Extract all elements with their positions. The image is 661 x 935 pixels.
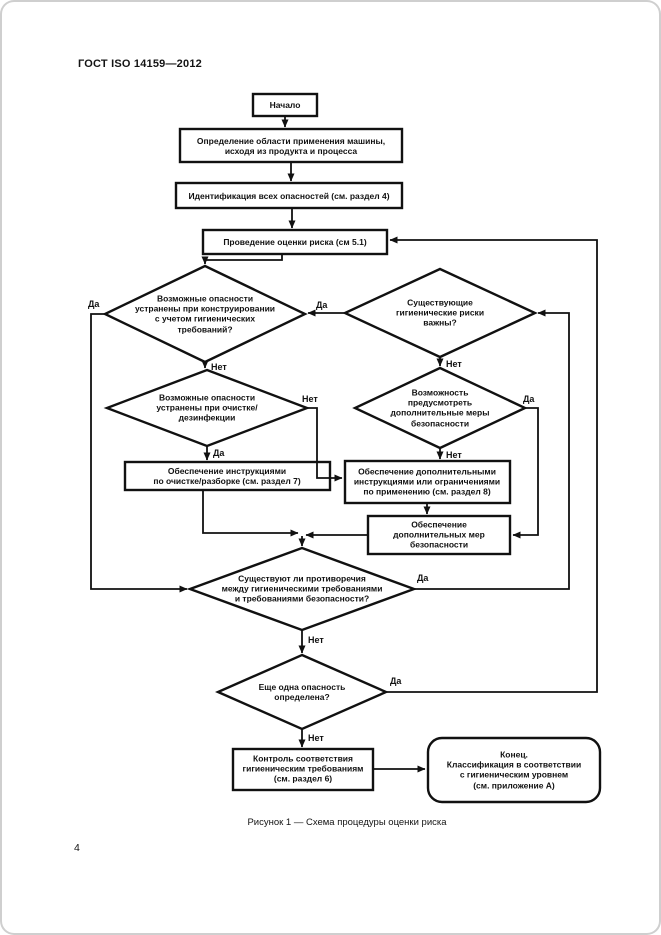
- label-another-no: Нет: [308, 733, 324, 743]
- label-contradictions-yes: Да: [417, 573, 429, 583]
- label-possible-no: Нет: [446, 450, 462, 460]
- cleaning-instructions-shape: [123, 460, 332, 492]
- risk-assessment-label: Проведение оценки риска (см 5.1): [223, 236, 367, 247]
- another-hazard-label: Еще одна опасность определена?: [258, 681, 346, 702]
- additional-safety-measures-shape: [366, 514, 512, 556]
- edge-design-yes-to-contradictions: [90, 313, 188, 593]
- additional-instructions-label: Обеспечение дополнительными инструкциями…: [353, 466, 501, 498]
- document-header: ГОСТ ISO 14159—2012: [78, 58, 202, 70]
- label-cleaning-yes: Да: [213, 448, 225, 458]
- edge-instructions-to-junction: [202, 490, 299, 537]
- additional-measures-possible-label: Возможность предусмотреть дополнительные…: [390, 387, 490, 429]
- label-design-no: Нет: [211, 362, 227, 372]
- contradictions-label: Существуют ли противоречия между гигиени…: [221, 573, 383, 605]
- edge-another-yes-to-assessment: [386, 236, 598, 693]
- eliminated-by-design-label: Возможные опасности устранены при констр…: [134, 293, 276, 335]
- end-node-shape: [426, 736, 602, 804]
- label-possible-yes: Да: [523, 394, 535, 404]
- eliminated-by-cleaning-label: Возможные опасности устранены при очистк…: [156, 392, 258, 424]
- identify-hazards-label: Идентификация всех опасностей (см. разде…: [188, 190, 390, 201]
- figure-caption: Рисунок 1 — Схема процедуры оценки риска: [247, 817, 447, 828]
- label-cleaning-no: Нет: [302, 394, 318, 404]
- cleaning-instructions-label: Обеспечение инструкциями по очистке/разб…: [153, 465, 301, 486]
- start-node-label: Начало: [269, 99, 301, 110]
- label-design-yes: Да: [88, 299, 100, 309]
- edge-contradictions-yes-to-significant: [414, 309, 570, 590]
- risks-significant-label: Существующие гигиенические риски важны?: [395, 297, 485, 329]
- flowchart-nodes: [102, 92, 602, 804]
- edge-assessment-to-design: [201, 254, 283, 265]
- label-another-yes: Да: [390, 676, 402, 686]
- compliance-control-shape: [231, 747, 375, 792]
- identify-hazards-shape: [174, 181, 404, 210]
- label-significant-no: Нет: [446, 359, 462, 369]
- label-significant-yes: Да: [316, 300, 328, 310]
- edge-possible-yes-to-measures: [512, 407, 539, 539]
- additional-instructions-shape: [343, 459, 512, 505]
- additional-safety-measures-label: Обеспечение дополнительных мер безопасно…: [393, 519, 485, 551]
- define-scope-label: Определение области применения машины, и…: [196, 135, 386, 156]
- page-number: 4: [74, 842, 80, 854]
- compliance-control-label: Контроль соответствия гигиеническим треб…: [242, 753, 364, 785]
- label-contradictions-no: Нет: [308, 635, 324, 645]
- flowchart-connectors: [90, 116, 598, 773]
- end-node-label: Конец. Классификация в соответствии с ги…: [446, 749, 582, 791]
- risk-assessment-shape: [201, 228, 389, 256]
- edge-cleaning-no-to-addinstructions: [307, 407, 343, 482]
- define-scope-shape: [178, 127, 404, 164]
